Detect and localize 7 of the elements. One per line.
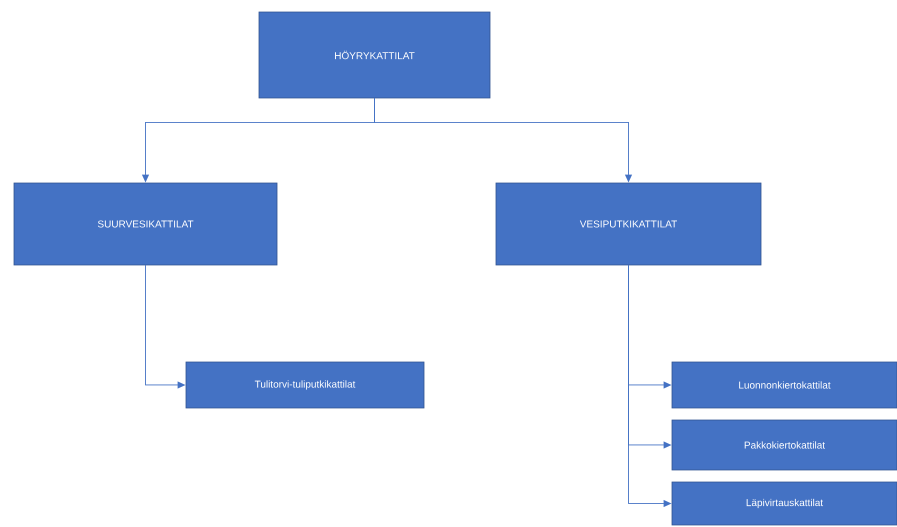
process-box: Läpivirtauskattilat bbox=[672, 482, 897, 526]
process-box: VESIPUTKIKATTILAT bbox=[496, 182, 762, 266]
process-box: HÖYRYKATTILAT bbox=[258, 12, 490, 98]
process-box: Luonnonkiertokattilat bbox=[672, 362, 897, 408]
process-box: Tulitorvi-tuliputkikattilat bbox=[186, 362, 424, 408]
process-box: Pakkokiertokattilat bbox=[672, 420, 897, 470]
process-box: SUURVESIKATTILAT bbox=[14, 182, 278, 266]
